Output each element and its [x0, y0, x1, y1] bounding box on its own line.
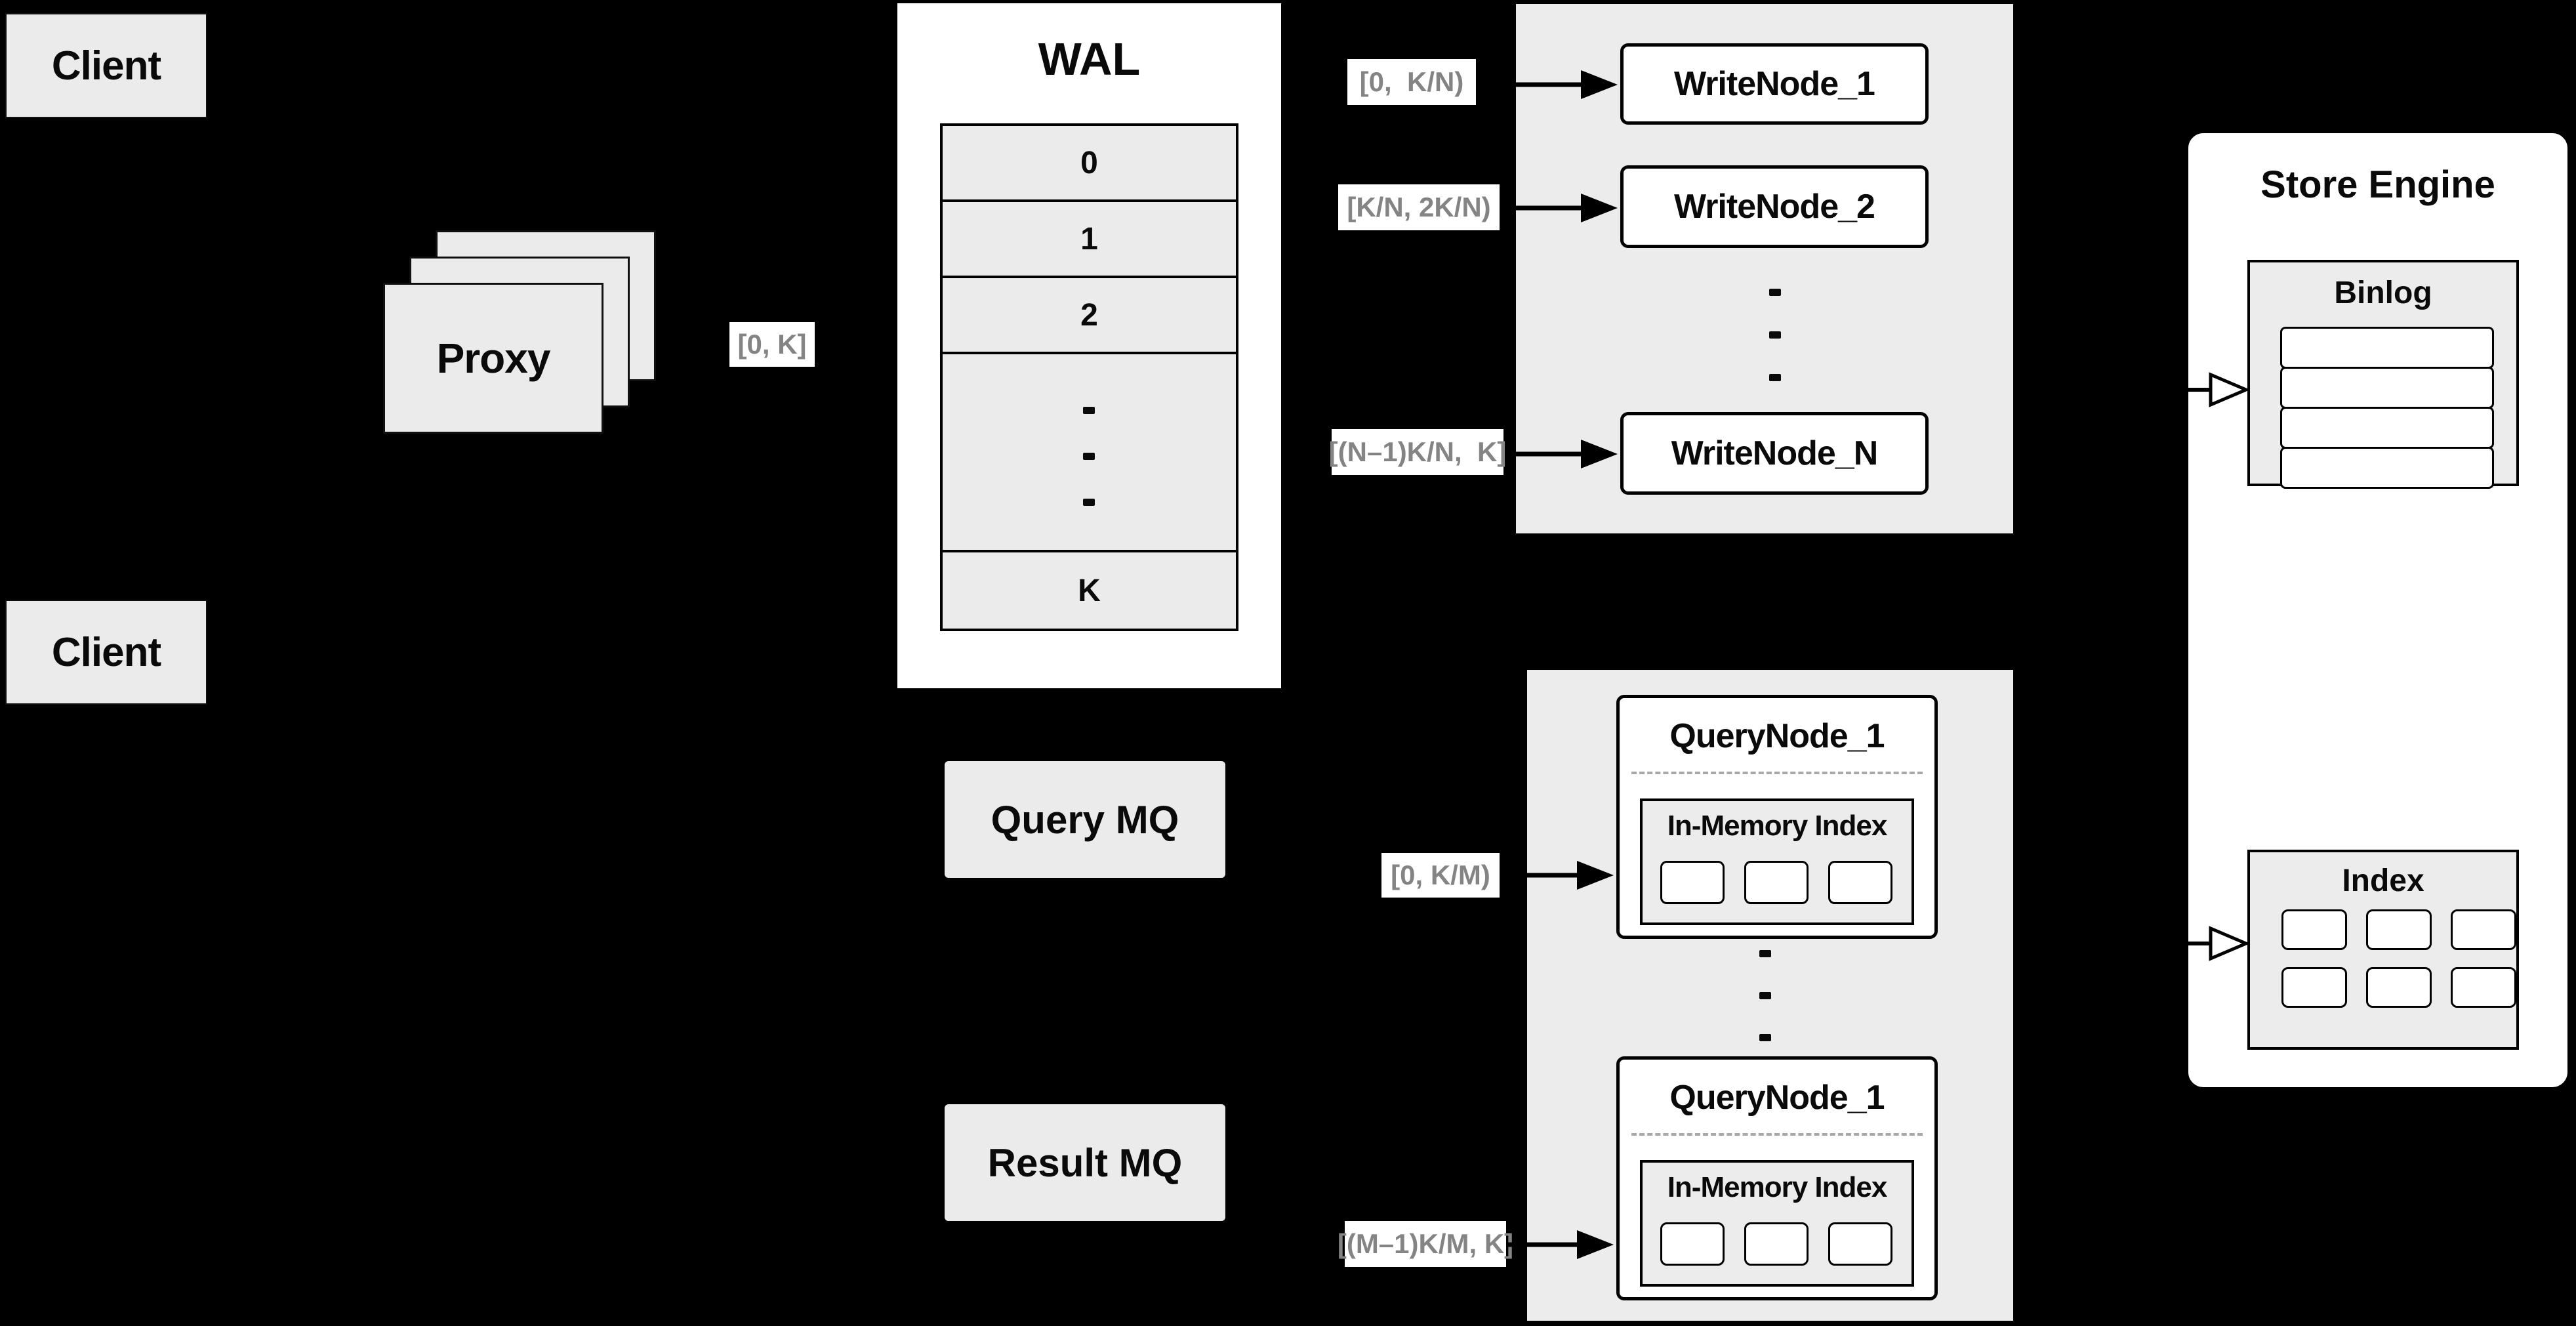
- query-mq-box: Query MQ: [945, 761, 1225, 878]
- ellipsis-dot: [1083, 453, 1095, 460]
- wal-row-0: 0: [1080, 145, 1098, 180]
- binlog-title: Binlog: [2334, 275, 2432, 310]
- index-file-cell: [2451, 909, 2516, 950]
- client-top-label: Client: [51, 43, 161, 89]
- range-label-proxy-wal: [0, K]: [729, 322, 815, 367]
- ellipsis-dot: [1759, 950, 1771, 957]
- index-file-cell: [2281, 967, 2347, 1008]
- range-label-query-1: [0, K/M): [1381, 853, 1500, 898]
- binlog-row: [2280, 367, 2494, 409]
- dashed-separator: [1631, 772, 1923, 774]
- index-segment-cell: [1660, 1222, 1725, 1266]
- wal-row-k: K: [943, 550, 1236, 629]
- write-node-2-label: WriteNode_2: [1674, 188, 1875, 226]
- range-label-write-1: [0, K/N): [1347, 59, 1476, 105]
- proxy-card-front: Proxy: [383, 283, 603, 434]
- write-node-2: WriteNode_2: [1620, 165, 1929, 248]
- binlog-row: [2280, 327, 2494, 369]
- wal-row-1: 1: [943, 199, 1236, 276]
- ellipsis-dot: [1769, 374, 1781, 381]
- dashed-separator: [1631, 1133, 1923, 1136]
- write-node-n-label: WriteNode_N: [1671, 434, 1879, 472]
- ellipsis-dot: [1769, 331, 1781, 339]
- write-node-1-label: WriteNode_1: [1674, 65, 1875, 103]
- client-box-top: Client: [5, 13, 207, 118]
- client-bottom-label: Client: [51, 629, 161, 675]
- range-label-write-n: [(N–1)K/N, K]: [1329, 429, 1506, 475]
- binlog-row: [2280, 407, 2494, 449]
- ellipsis-dot: [1083, 499, 1095, 506]
- wal-row-ellipsis: [943, 352, 1236, 550]
- client-box-bottom: Client: [5, 600, 207, 705]
- binlog-rows: [2280, 327, 2494, 489]
- index-segment-cell: [1828, 1222, 1892, 1266]
- wal-panel: WAL 0 1 2 K: [897, 3, 1281, 688]
- query-node-2-title: QueryNode_1: [1669, 1079, 1885, 1117]
- index-segment-cell: [1744, 861, 1809, 904]
- query-mq-label: Query MQ: [991, 797, 1179, 842]
- binlog-row: [2280, 447, 2494, 489]
- ellipsis-dot: [1759, 992, 1771, 999]
- index-title: Index: [2342, 863, 2424, 898]
- result-mq-box: Result MQ: [945, 1104, 1225, 1221]
- index-segment-cell: [1744, 1222, 1809, 1266]
- index-file-cell: [2451, 967, 2516, 1008]
- result-mq-label: Result MQ: [987, 1140, 1183, 1185]
- store-engine-title: Store Engine: [2260, 163, 2495, 206]
- ellipsis-dot: [1769, 289, 1781, 296]
- ellipsis-dot: [1083, 407, 1095, 414]
- query-node-1-title: QueryNode_1: [1669, 717, 1885, 755]
- write-node-1: WriteNode_1: [1620, 43, 1929, 125]
- write-node-n: WriteNode_N: [1620, 412, 1929, 495]
- range-label-write-2: [K/N, 2K/N): [1338, 184, 1500, 230]
- proxy-label: Proxy: [436, 335, 551, 382]
- wal-title: WAL: [1038, 33, 1141, 85]
- wal-row-2: 2: [943, 276, 1236, 352]
- index-file-cell: [2366, 967, 2432, 1008]
- binlog-box: Binlog: [2247, 260, 2519, 489]
- index-segment-cell: [1828, 861, 1892, 904]
- range-label-query-m: [(M–1)K/M, K]: [1338, 1221, 1513, 1267]
- index-file-cell: [2281, 909, 2347, 950]
- in-memory-index-2-title: In-Memory Index: [1667, 1171, 1888, 1203]
- ellipsis-dot: [1759, 1034, 1771, 1041]
- in-memory-index-1-title: In-Memory Index: [1667, 810, 1888, 842]
- wal-table: 0 1 2 K: [940, 123, 1238, 631]
- index-file-cell: [2366, 909, 2432, 950]
- index-segment-cell: [1660, 861, 1725, 904]
